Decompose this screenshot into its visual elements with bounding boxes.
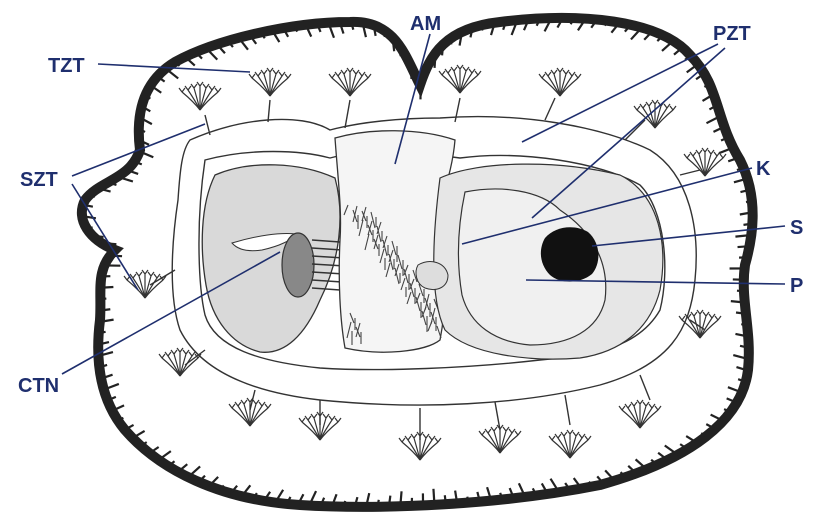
fringe-spike xyxy=(99,332,106,333)
fringe-spike xyxy=(743,224,752,225)
label-tzt: TZT xyxy=(48,55,85,77)
fringe-spike xyxy=(389,496,390,507)
fringe-spike xyxy=(100,287,113,288)
ctenidium xyxy=(282,233,314,297)
fringe-spike xyxy=(445,495,446,504)
fringe-spike xyxy=(411,66,412,79)
label-pzt: PZT xyxy=(713,23,751,45)
fringe-spike xyxy=(100,309,110,310)
fringe-spike xyxy=(731,301,745,302)
fringe-spike xyxy=(100,299,106,300)
fringe-spike xyxy=(400,46,401,56)
fringe-spike xyxy=(451,37,452,44)
fringe-spike xyxy=(400,491,401,506)
fringe-spike xyxy=(378,500,379,507)
label-s: S xyxy=(790,217,803,239)
fringe-spike xyxy=(89,195,95,196)
fringe-spike xyxy=(384,30,385,37)
fringe-spike xyxy=(482,25,484,31)
fringe-spike xyxy=(86,227,93,228)
label-ctn: CTN xyxy=(18,375,59,397)
label-k: K xyxy=(756,158,771,180)
fringe-spike xyxy=(435,53,436,68)
fringe-spike xyxy=(467,497,468,503)
fringe-spike xyxy=(746,201,752,202)
small-organ xyxy=(416,262,448,290)
dark-spot xyxy=(541,227,599,281)
fringe-spike xyxy=(442,44,443,55)
fringe-spike xyxy=(741,324,747,325)
label-am: AM xyxy=(410,13,441,35)
fringe-spike xyxy=(736,313,746,314)
label-p: P xyxy=(790,275,803,297)
label-szt: SZT xyxy=(20,169,58,191)
fringe-spike xyxy=(93,236,104,237)
fringe-spike xyxy=(738,246,750,247)
fringe-spike xyxy=(433,489,434,505)
